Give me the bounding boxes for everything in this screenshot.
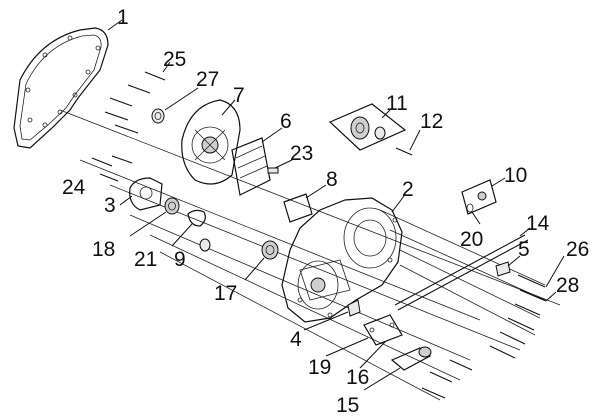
callout-2: 2: [402, 178, 414, 201]
bolt-set-26-28: [489, 274, 547, 359]
part-6-duct: [231, 137, 271, 196]
callout-19: 19: [308, 356, 331, 379]
bolt-set-25: [104, 71, 166, 134]
callout-7: 7: [233, 84, 245, 107]
part-21-o-ring: [187, 209, 206, 227]
part-1-cover-gasket: [13, 27, 109, 149]
part-12-pin: [395, 147, 413, 156]
part-5-clip: [495, 261, 511, 277]
callout-26: 26: [566, 238, 589, 261]
callout-4: 4: [290, 328, 302, 351]
part-2-crankcase: [281, 197, 403, 323]
callout-16: 16: [346, 366, 369, 389]
callout-11: 11: [386, 92, 408, 115]
part-10-plate: [461, 179, 497, 215]
callout-6: 6: [280, 110, 292, 133]
part-16-plate: [363, 314, 403, 346]
part-20-washer: [466, 203, 474, 213]
callout-15: 15: [336, 394, 359, 417]
part-4-bracket: [347, 299, 361, 317]
part-15-arm: [390, 346, 432, 371]
callout-5: 5: [518, 238, 530, 261]
callout-27: 27: [196, 68, 219, 91]
callout-1: 1: [117, 6, 129, 29]
callout-3: 3: [104, 194, 116, 217]
part-3-cap: [129, 177, 163, 211]
part-8-plate: [283, 193, 313, 223]
callout-20: 20: [460, 228, 483, 251]
callout-18: 18: [92, 238, 115, 261]
callout-21: 21: [134, 248, 157, 271]
callout-10: 10: [504, 164, 527, 187]
part-17-seal: [261, 240, 279, 260]
part-27-seal: [151, 108, 165, 124]
callout-28: 28: [556, 274, 579, 297]
part-23-dowel: [267, 167, 279, 174]
part-9-washer: [199, 238, 211, 252]
callout-12: 12: [420, 110, 443, 133]
callout-24: 24: [62, 176, 86, 199]
callout-9: 9: [174, 248, 186, 271]
callout-14: 14: [526, 212, 550, 235]
bolt-set-bottom: [421, 359, 473, 399]
callout-8: 8: [326, 168, 338, 191]
bolt-set-24: [91, 155, 133, 182]
part-18-seal: [164, 197, 180, 215]
callout-25: 25: [163, 48, 186, 71]
part-14-rod: [394, 234, 529, 311]
part-7-inner-cover: [181, 99, 241, 185]
part-11-bearing: [328, 103, 407, 151]
callout-23: 23: [290, 142, 313, 165]
callout-17: 17: [214, 282, 237, 305]
